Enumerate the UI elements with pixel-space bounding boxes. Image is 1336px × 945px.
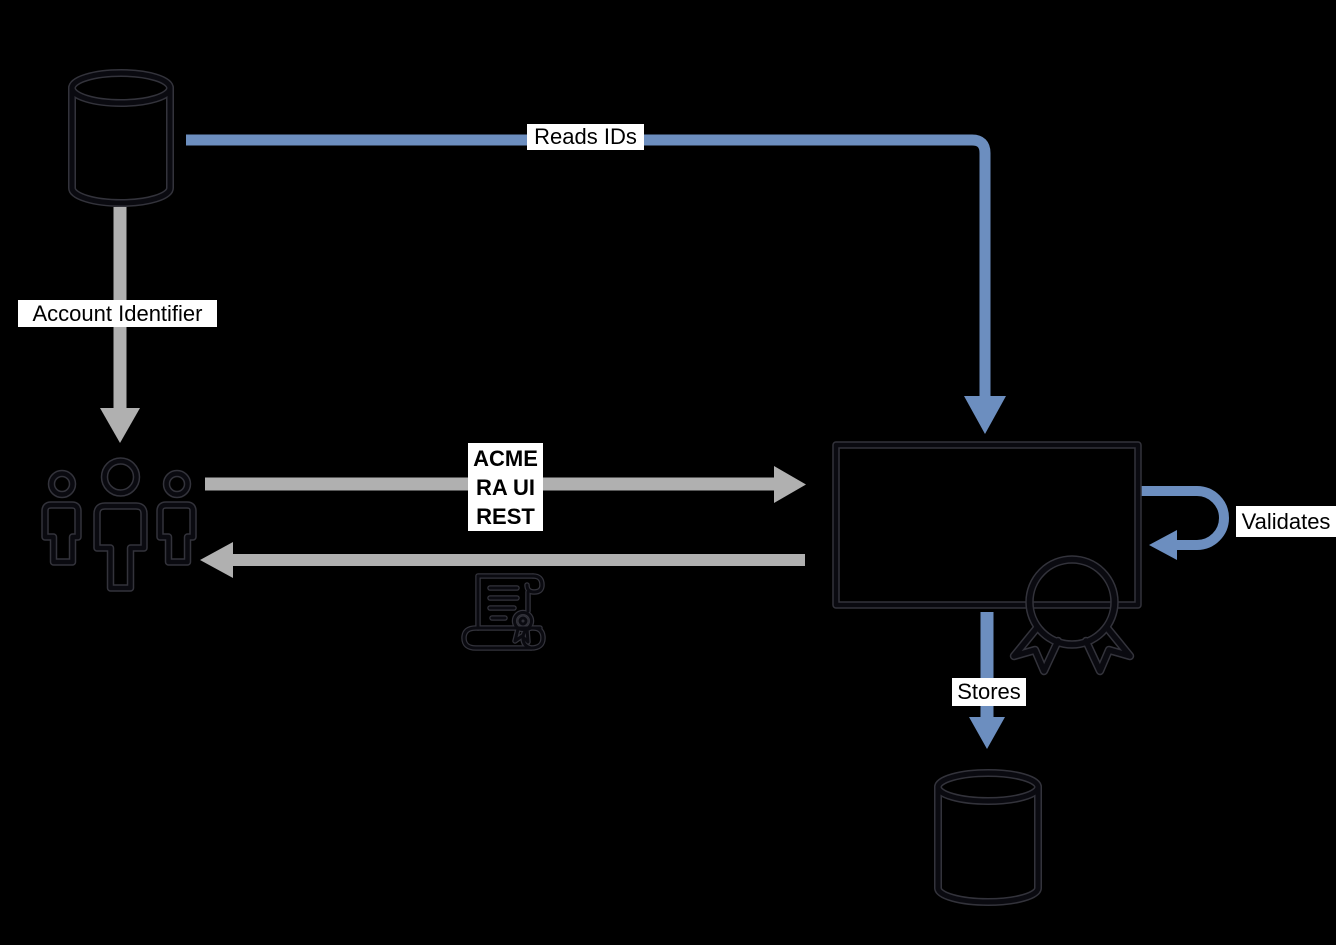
database-icon bbox=[938, 773, 1038, 902]
database-icon bbox=[72, 73, 170, 203]
certificate-rosette-node bbox=[1014, 560, 1130, 672]
rectangle-node bbox=[836, 445, 1138, 605]
ra-server-box-node bbox=[836, 445, 1138, 605]
rectangle-node bbox=[836, 445, 1138, 605]
edge-label-account-identifier: Account Identifier bbox=[18, 300, 217, 327]
acme-label-line1: ACME bbox=[473, 445, 538, 471]
edge-label-acme-ra-ui-rest: ACME RA UI REST bbox=[468, 443, 543, 531]
acme-label-line2: RA UI bbox=[475, 474, 536, 500]
edge-label-validates: Validates bbox=[1236, 506, 1336, 537]
edge-label-stores: Stores bbox=[952, 678, 1026, 706]
edge-ra-response bbox=[200, 542, 805, 578]
database-icon bbox=[72, 73, 170, 203]
edge-validates-self-loop bbox=[1137, 486, 1229, 560]
arrowhead-down-icon bbox=[100, 408, 140, 443]
users-icon bbox=[45, 461, 193, 588]
arrowhead-left-icon bbox=[200, 542, 233, 578]
arrowhead-left-icon bbox=[1149, 530, 1177, 560]
arrowhead-down-icon bbox=[964, 396, 1006, 434]
arrowhead-down-icon bbox=[969, 717, 1005, 749]
arrowhead-right-icon bbox=[774, 466, 806, 503]
acme-label-line3: REST bbox=[476, 503, 535, 529]
source-database-node bbox=[72, 73, 170, 203]
users-group-node bbox=[45, 461, 193, 588]
edge-reads-ids bbox=[186, 134, 1006, 434]
issued-certificate-scroll-node bbox=[464, 576, 543, 648]
database-icon bbox=[938, 773, 1038, 902]
storage-database-node bbox=[938, 773, 1038, 902]
edge-label-reads-ids: Reads IDs bbox=[527, 124, 644, 150]
